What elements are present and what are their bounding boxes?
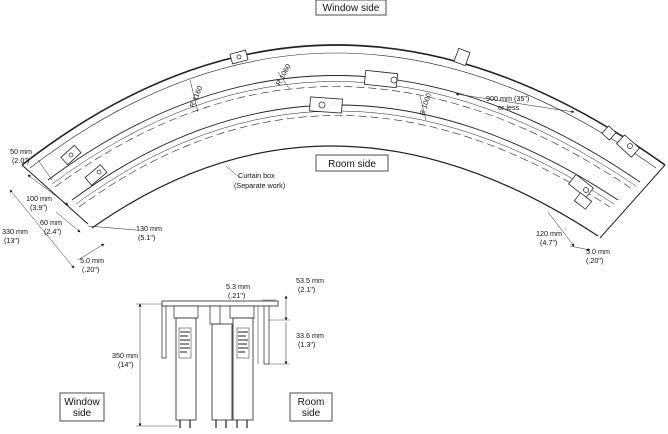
dim-60-line2: (2.4") bbox=[44, 227, 61, 236]
dim-line-900 bbox=[455, 92, 575, 114]
dim-5-left-line1: 5.0 mm bbox=[80, 256, 104, 265]
dim-120-line1: 120 mm bbox=[536, 229, 562, 238]
motor-middle bbox=[211, 323, 233, 421]
dim-60-line1: 60 mm bbox=[40, 218, 62, 227]
dim-330-line2: (13") bbox=[4, 236, 19, 245]
dim-53-5-line2: (2.1") bbox=[298, 285, 315, 294]
dim-100-line2: (3.9") bbox=[30, 203, 47, 212]
radius-outer-label: R 1160 bbox=[188, 84, 205, 108]
dim-line-120 bbox=[547, 211, 575, 247]
motor-feet bbox=[179, 420, 248, 428]
radius-middle-leader bbox=[277, 71, 291, 91]
bracket-outer-2 bbox=[229, 49, 249, 65]
dim-5-right-line2: (.20") bbox=[586, 256, 603, 265]
section-box-top bbox=[161, 300, 279, 307]
bracket-outer-1 bbox=[60, 144, 82, 166]
curtain-box-outer-wall-inner bbox=[29, 52, 657, 169]
dim-50-line2: (2.0") bbox=[12, 156, 29, 165]
outer-track-rail bbox=[47, 75, 641, 183]
dim-line-50 bbox=[37, 159, 53, 181]
dim-33-6-line2: (1.3") bbox=[298, 340, 315, 349]
dim-350-line2: (14") bbox=[118, 360, 133, 369]
section-box-right-wall bbox=[263, 305, 270, 365]
dim-line-5-right bbox=[569, 245, 591, 251]
dim-line-5-left bbox=[77, 243, 105, 261]
radius-inner-leader bbox=[419, 95, 427, 121]
curtain-box-label-2: (Separate work) bbox=[234, 181, 285, 190]
outer-track-center-dashed bbox=[54, 86, 633, 190]
bracket-outer-5 bbox=[615, 134, 641, 158]
bracket-outer-3 bbox=[363, 69, 399, 89]
section-view bbox=[136, 295, 290, 428]
dim-50-line1: 50 mm bbox=[10, 147, 32, 156]
room-side-bottom-box: Room side bbox=[289, 392, 333, 422]
middle-track-center-dashed bbox=[78, 115, 611, 208]
dim-130-line2: (5.1") bbox=[138, 233, 155, 242]
window-side-bottom-box: Window side bbox=[59, 392, 105, 422]
window-side-bottom-label-2: side bbox=[73, 408, 92, 419]
outer-track-rail-b bbox=[51, 81, 637, 187]
room-side-top-label: Room side bbox=[328, 159, 376, 170]
bracket-middle-2 bbox=[309, 96, 343, 114]
section-rail-right bbox=[229, 305, 255, 319]
dim-900-line1: 900 mm (35") bbox=[486, 94, 529, 103]
radius-outer-leader bbox=[189, 79, 199, 113]
dim-5-3-line2: (.21") bbox=[228, 291, 245, 300]
bracket-middle-4 bbox=[573, 192, 593, 210]
room-side-bottom-label-1: Room bbox=[298, 397, 325, 408]
curtain-box-inner-wall bbox=[91, 145, 599, 237]
section-center-bracket bbox=[209, 305, 221, 325]
section-rail-left bbox=[173, 305, 199, 319]
dim-5-right-line1: 5.0 mm bbox=[586, 247, 610, 256]
curtain-box-label-1: Curtain box bbox=[238, 171, 275, 180]
dim-100-line1: 100 mm bbox=[26, 194, 52, 203]
bracket-outer-4 bbox=[453, 47, 471, 67]
curtain-box-leader bbox=[225, 165, 241, 179]
dim-130-line1: 130 mm bbox=[136, 224, 162, 233]
dim-5-3-line1: 5.3 mm bbox=[226, 282, 250, 291]
dim-5-left-line2: (.20") bbox=[82, 265, 99, 274]
dim-900-line2: or less bbox=[498, 103, 520, 112]
window-side-bottom-label-1: Window bbox=[64, 397, 100, 408]
dim-120-line2: (4.7") bbox=[540, 238, 557, 247]
radius-inner-label: R 1000 bbox=[417, 92, 433, 117]
middle-track-rail bbox=[71, 104, 619, 201]
dim-33-6-line1: 33.6 mm bbox=[296, 331, 324, 340]
room-side-top-label-box: Room side bbox=[315, 154, 389, 172]
dim-line-130 bbox=[87, 225, 137, 231]
window-side-top-label: Window side bbox=[323, 3, 380, 14]
dim-330-line1: 330 mm bbox=[2, 227, 28, 236]
dim-53-5-line1: 53.5 mm bbox=[296, 276, 324, 285]
dim-350-line1: 350 mm bbox=[112, 351, 138, 360]
room-side-bottom-label-2: side bbox=[302, 408, 321, 419]
dim-line-330 bbox=[9, 189, 75, 269]
bracket-middle-3 bbox=[568, 173, 594, 199]
window-side-top-label-box: Window side bbox=[315, 0, 387, 16]
bracket-middle-1 bbox=[84, 164, 108, 186]
radius-middle-label: R 1060 bbox=[274, 62, 293, 87]
right-end-cap bbox=[599, 164, 666, 239]
bracket-outer-6 bbox=[601, 125, 617, 141]
plan-view bbox=[9, 44, 666, 269]
section-box-left-wall bbox=[161, 305, 167, 359]
